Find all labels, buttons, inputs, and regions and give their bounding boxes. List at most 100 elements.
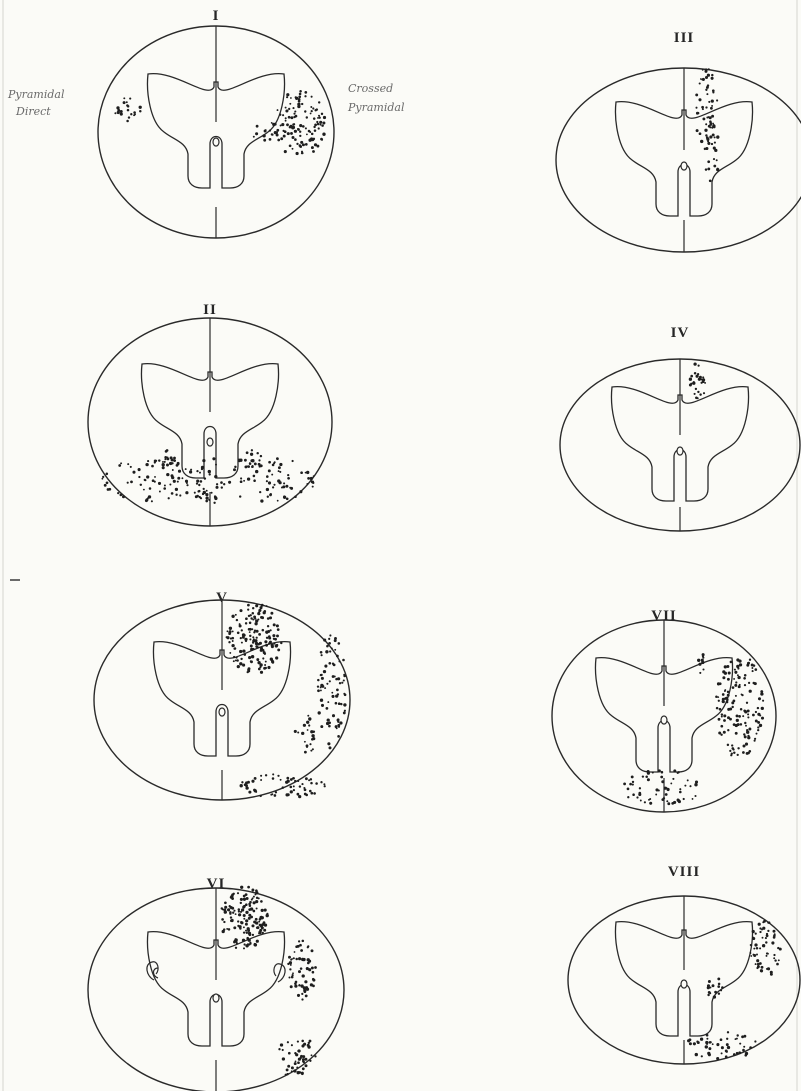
degeneration-dot	[118, 464, 121, 467]
degeneration-dot	[166, 473, 169, 476]
degeneration-dot	[177, 481, 179, 483]
degeneration-dot	[304, 110, 306, 112]
degeneration-dot	[240, 911, 242, 913]
degeneration-dot	[216, 483, 218, 485]
degeneration-dot	[253, 896, 255, 898]
degeneration-dot	[678, 771, 680, 773]
degeneration-dot	[723, 714, 726, 717]
degeneration-dot	[288, 956, 291, 959]
degeneration-dot	[328, 642, 331, 645]
degeneration-dot	[300, 967, 303, 970]
degeneration-dot	[197, 490, 199, 492]
degeneration-dot	[705, 89, 707, 91]
degeneration-dot	[205, 493, 208, 496]
degeneration-dot	[173, 480, 176, 483]
degeneration-dot	[247, 609, 249, 611]
degeneration-dot	[335, 725, 338, 728]
degeneration-dot	[711, 143, 713, 145]
degeneration-dot	[194, 492, 196, 494]
degeneration-dot	[311, 96, 313, 98]
degeneration-dot	[756, 954, 758, 956]
section-label-i: I	[213, 8, 220, 24]
degeneration-dot	[754, 682, 757, 685]
degeneration-dot	[744, 684, 746, 686]
degeneration-dot	[702, 117, 705, 120]
degeneration-dot	[310, 782, 313, 785]
degeneration-dot	[245, 919, 248, 922]
degeneration-dot	[292, 777, 295, 780]
degeneration-dot	[248, 914, 251, 917]
degeneration-dot	[245, 640, 247, 642]
degeneration-dot	[313, 117, 316, 120]
degeneration-dot	[295, 958, 298, 961]
degeneration-dot	[702, 108, 704, 110]
degeneration-dot	[736, 1038, 738, 1040]
degeneration-dot	[738, 685, 741, 688]
degeneration-dot	[243, 926, 245, 928]
degeneration-dot	[306, 744, 309, 747]
degeneration-dot	[328, 638, 330, 640]
degeneration-dot	[755, 963, 757, 965]
degeneration-dot	[254, 617, 256, 619]
degeneration-dot	[232, 637, 235, 640]
degeneration-dot	[265, 661, 267, 663]
degeneration-dot	[296, 1066, 298, 1068]
degeneration-dot	[318, 711, 321, 714]
degeneration-dot	[733, 678, 735, 680]
degeneration-dot	[773, 957, 775, 959]
degeneration-dot	[666, 800, 668, 802]
degeneration-dot	[220, 481, 223, 484]
degeneration-dot	[242, 636, 245, 639]
degeneration-dot	[292, 126, 295, 129]
degeneration-dot	[302, 940, 305, 943]
degeneration-dot	[298, 98, 301, 101]
degeneration-dot	[252, 641, 254, 643]
degeneration-dot	[707, 160, 710, 163]
degeneration-dot	[287, 474, 289, 476]
degeneration-dot	[280, 137, 283, 140]
degeneration-dot	[145, 463, 148, 466]
degeneration-dot	[237, 631, 240, 634]
degeneration-dot	[106, 473, 109, 476]
degeneration-dot	[266, 631, 269, 634]
degeneration-dot	[299, 144, 302, 147]
degeneration-dot	[245, 784, 248, 787]
degeneration-dot	[334, 637, 337, 640]
degeneration-dot	[107, 488, 110, 491]
degeneration-dot	[756, 967, 758, 969]
degeneration-dot	[196, 480, 198, 482]
degeneration-dot	[323, 639, 326, 642]
degeneration-dot	[277, 139, 280, 142]
section-label-iii: III	[674, 30, 695, 46]
degeneration-dot	[320, 689, 322, 691]
degeneration-dot	[290, 964, 292, 966]
degeneration-dot	[695, 1053, 698, 1056]
degeneration-dot	[713, 126, 715, 128]
degeneration-dot	[248, 615, 250, 617]
degeneration-dot	[238, 458, 240, 460]
degeneration-dot	[308, 724, 310, 726]
degeneration-dot	[693, 381, 695, 383]
degeneration-dot	[201, 468, 203, 470]
degeneration-dot	[727, 716, 730, 719]
degeneration-dot	[239, 650, 242, 653]
degeneration-dot	[259, 491, 261, 493]
degeneration-dot	[711, 74, 713, 76]
degeneration-dot	[761, 966, 764, 969]
degeneration-dot	[126, 101, 128, 103]
degeneration-dot	[250, 617, 252, 619]
degeneration-dot	[120, 494, 123, 497]
degeneration-dot	[289, 786, 292, 789]
degeneration-dot	[673, 801, 676, 804]
degeneration-dot	[329, 650, 331, 652]
degeneration-dot	[252, 934, 254, 936]
degeneration-dot	[718, 700, 720, 702]
degeneration-dot	[334, 675, 336, 677]
degeneration-dot	[743, 733, 745, 735]
degeneration-dot	[270, 612, 273, 615]
degeneration-dot	[731, 701, 734, 704]
degeneration-dot	[126, 120, 129, 123]
degeneration-dot	[261, 616, 263, 618]
degeneration-dot	[117, 492, 119, 494]
degeneration-dot	[255, 470, 258, 473]
